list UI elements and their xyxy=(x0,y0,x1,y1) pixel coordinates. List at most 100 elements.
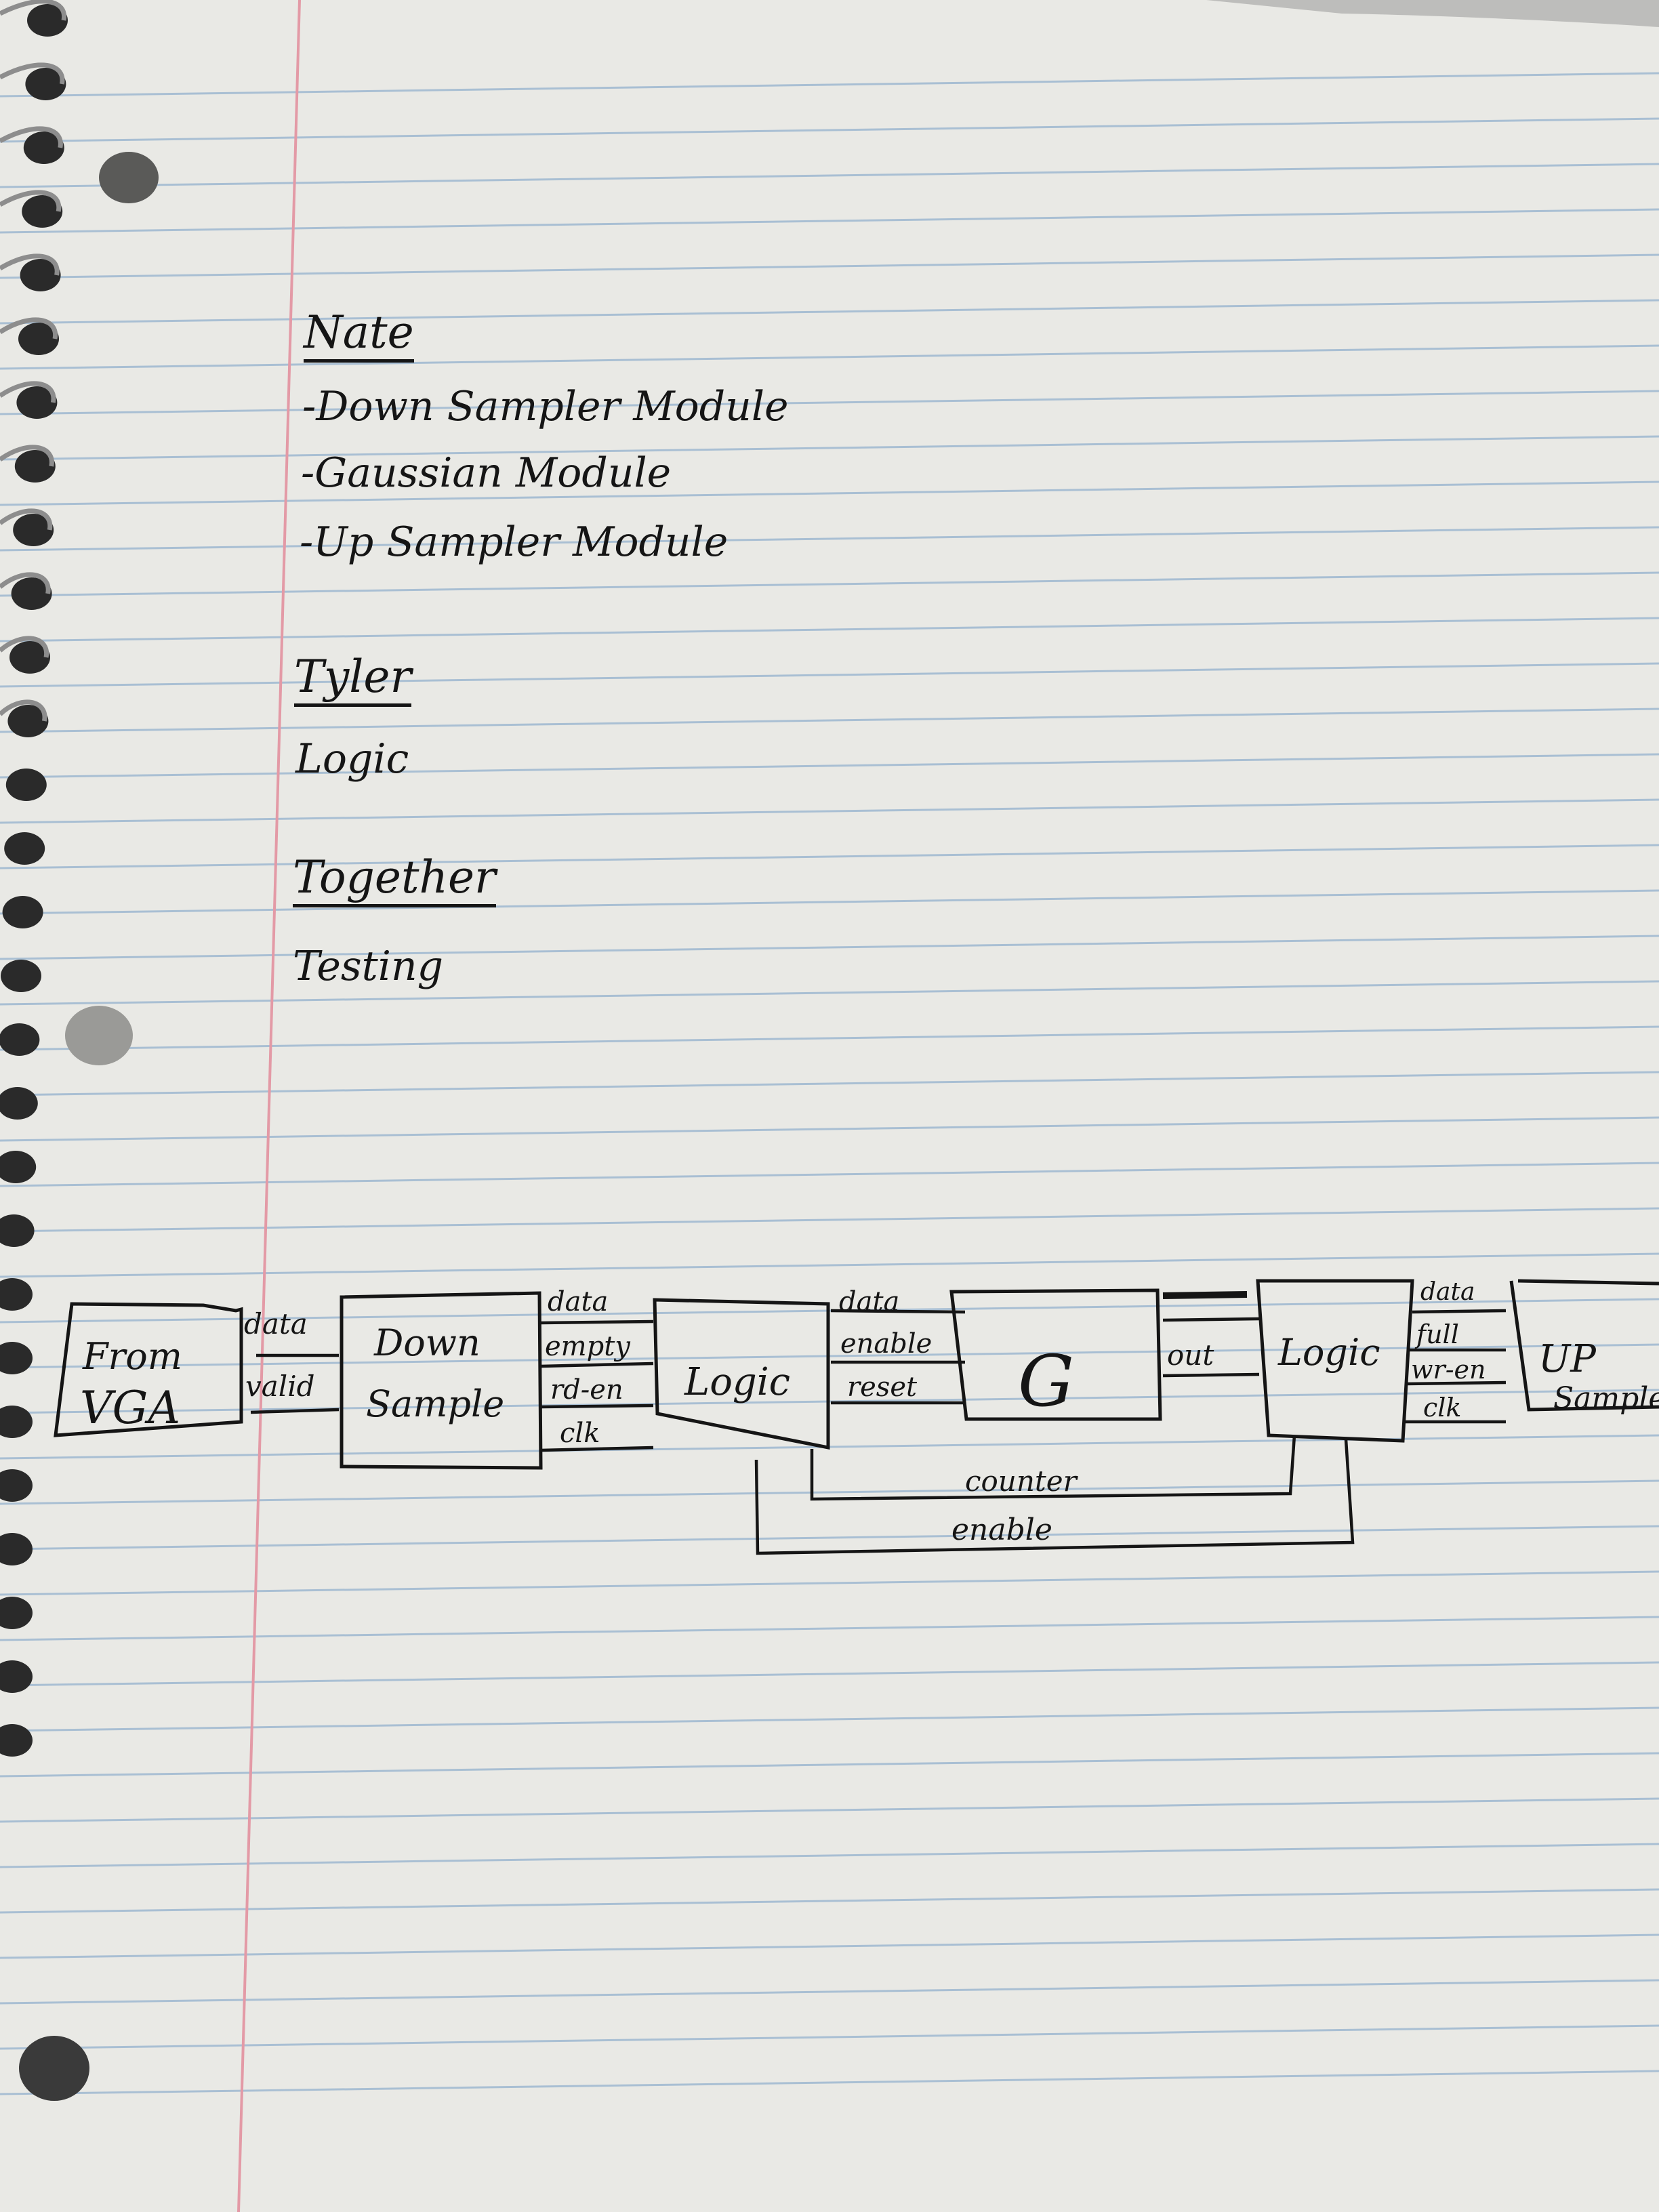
rule-line xyxy=(0,435,1659,461)
signal-vga-data: data xyxy=(244,1307,308,1340)
wires-down-to-logic: data empty rd-en clk xyxy=(540,1286,654,1452)
spiral-ring xyxy=(0,1087,38,1120)
spiral-wire xyxy=(0,572,51,594)
rule-line xyxy=(0,1706,1659,1732)
wires-g-to-logic: out xyxy=(1162,1291,1260,1378)
punch-hole-middle xyxy=(65,1006,133,1065)
rule-line xyxy=(0,208,1659,234)
together-heading: Together xyxy=(293,855,496,907)
logic-1-label: Logic xyxy=(684,1360,790,1404)
spiral-ring xyxy=(27,4,68,37)
spiral-wire xyxy=(0,445,54,467)
block-up-sample: UP Sample xyxy=(1509,1279,1659,1416)
rule-line xyxy=(0,72,1659,98)
margin-line xyxy=(237,0,301,2212)
from-vga-label-1: From xyxy=(82,1335,182,1378)
rule-line xyxy=(0,1116,1659,1142)
signal-out-full: full xyxy=(1414,1319,1459,1349)
rule-line xyxy=(0,1797,1659,1823)
spiral-wire xyxy=(0,636,49,658)
signal-down-data: data xyxy=(548,1286,608,1317)
signal-logic-data: data xyxy=(839,1286,899,1317)
spiral-wire xyxy=(0,699,47,722)
spiral-ring xyxy=(1,960,41,992)
rule-line xyxy=(0,1752,1659,1778)
spiral-ring xyxy=(9,641,50,674)
tyler-item-1: Logic xyxy=(295,735,409,783)
nate-item-1: -Down Sampler Module xyxy=(302,383,789,430)
spiral-ring xyxy=(25,68,66,100)
spiral-ring xyxy=(14,450,56,483)
spiral-ring xyxy=(0,1724,33,1757)
spiral-ring xyxy=(0,1151,37,1183)
spiral-ring xyxy=(16,386,58,419)
tyler-heading: Tyler xyxy=(294,655,412,707)
rule-line xyxy=(0,889,1659,915)
rule-line xyxy=(0,1252,1659,1278)
spiral-ring xyxy=(13,514,54,546)
spiral-ring xyxy=(2,896,43,928)
wires-vga-to-down: data valid xyxy=(244,1307,340,1414)
spiral-ring xyxy=(0,1597,33,1629)
spiral-ring xyxy=(23,131,64,164)
rule-line xyxy=(0,299,1659,325)
spiral-wire xyxy=(0,190,62,212)
spiral-ring xyxy=(0,1660,33,1693)
spiral-ring xyxy=(20,259,61,291)
from-vga-label-2: VGA xyxy=(80,1382,180,1434)
spiral-wire xyxy=(0,126,63,148)
spiral-ring xyxy=(0,1278,33,1311)
spiral-binding xyxy=(0,0,68,1757)
signal-out-data: data xyxy=(1420,1278,1475,1306)
block-from-vga: From VGA xyxy=(54,1302,243,1437)
signal-vga-valid: valid xyxy=(245,1370,315,1403)
punch-hole-top xyxy=(99,152,159,203)
spiral-ring xyxy=(4,832,45,865)
rule-line xyxy=(0,1843,1659,1868)
spiral-ring xyxy=(7,705,49,737)
rule-line xyxy=(0,1525,1659,1551)
wires-logic-to-g: data enable reset xyxy=(830,1286,966,1405)
punch-hole-bottom xyxy=(19,2036,89,2101)
spiral-wire xyxy=(0,381,56,403)
together-item-1: Testing xyxy=(293,943,444,990)
spiral-ring xyxy=(11,577,52,610)
feedback-wires: counter enable xyxy=(754,1435,1355,1555)
spiral-ring xyxy=(22,195,63,228)
rule-line xyxy=(0,1071,1659,1097)
gaussian-label: G xyxy=(1018,1340,1074,1422)
rule-line xyxy=(0,1207,1659,1233)
spiral-ring xyxy=(5,769,47,801)
spiral-ring xyxy=(0,1533,33,1565)
rule-line xyxy=(0,1888,1659,1914)
rule-line xyxy=(0,1025,1659,1051)
signal-out-wr-en: wr-en xyxy=(1411,1355,1486,1385)
wires-logic-to-up: data full wr-en clk xyxy=(1403,1278,1507,1424)
rule-line xyxy=(0,753,1659,779)
rule-line xyxy=(0,526,1659,552)
rule-line xyxy=(0,662,1659,688)
rule-line xyxy=(0,1479,1659,1505)
signal-out-clk: clk xyxy=(1423,1393,1461,1422)
spiral-wire xyxy=(0,0,67,21)
rule-line xyxy=(0,390,1659,415)
up-sample-label-1: UP xyxy=(1538,1337,1597,1381)
rule-line xyxy=(0,2024,1659,2050)
spiral-wire xyxy=(0,253,60,276)
rule-line xyxy=(0,1933,1659,1959)
spiral-wire xyxy=(0,62,65,85)
nate-item-3: -Up Sampler Module xyxy=(300,518,729,566)
signal-g-out: out xyxy=(1167,1338,1214,1372)
rule-line xyxy=(0,1162,1659,1187)
block-logic-2: Logic xyxy=(1256,1279,1414,1443)
signal-logic-enable: enable xyxy=(840,1328,932,1359)
spiral-ring xyxy=(0,1406,33,1438)
rule-line xyxy=(0,117,1659,143)
spiral-ring xyxy=(18,323,59,355)
spiral-ring xyxy=(0,1469,33,1502)
down-sample-label-1: Down xyxy=(373,1322,480,1364)
rule-line xyxy=(0,163,1659,188)
